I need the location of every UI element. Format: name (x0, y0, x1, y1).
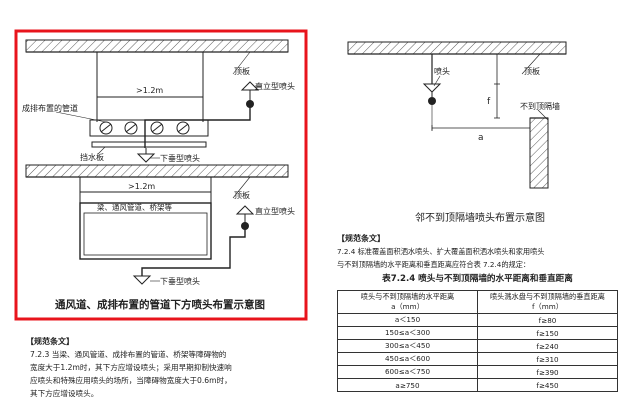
upright-sprinkler (240, 81, 260, 91)
header-text: 喷头溅水盘与不到顶隔墙的垂直距离 (489, 292, 605, 301)
table-cell: f≥390 (477, 365, 618, 379)
partition-label: 不到顶隔墙 (520, 101, 560, 111)
left-bottom-diagram (25, 164, 289, 285)
ceiling-slab (347, 41, 567, 55)
right-note-line: 7.2.4 标准覆盖面积洒水喷头、扩大覆盖面积洒水喷头和家用喷头 (337, 247, 545, 256)
table-header-row: 喷头与不到顶隔墙的水平距离 a（mm） 喷头溅水盘与不到顶隔墙的垂直距离 f（m… (337, 290, 618, 314)
table-cell: 150≤a＜300 (337, 326, 478, 340)
header-text: 喷头与不到顶隔墙的水平距离 (360, 292, 455, 301)
pipes-label: 成排布置的管道 (22, 103, 78, 113)
table-cell: a≥750 (337, 378, 478, 392)
right-note-line: 与不到顶隔墙的水平距离和垂直距离应符合表 7.2.4的规定： (337, 260, 531, 269)
water-plate (91, 141, 207, 148)
pendent-sprinkler-label: 下垂型喷头 (160, 153, 200, 163)
left-note-heading: 【规范条文】 (26, 337, 74, 346)
partition-wall (529, 117, 549, 189)
header-unit: a（mm） (391, 302, 424, 311)
table-header-cell: 喷头溅水盘与不到顶隔墙的垂直距离 f（mm） (477, 290, 618, 314)
ceiling-label: 顶板 (234, 190, 250, 200)
ceiling-label: 顶板 (234, 66, 250, 76)
left-note-line: 应喷头和特殊应用喷头的场所，当障碍物宽度大于0.6m时， (30, 376, 232, 385)
left-figure-caption: 通风道、成排布置的管道下方喷头布置示意图 (55, 299, 265, 311)
distance-table: 喷头与不到顶隔墙的水平距离 a（mm） 喷头溅水盘与不到顶隔墙的垂直距离 f（m… (337, 290, 618, 392)
table-title: 表7.2.4 喷头与不到顶隔墙的水平距离和垂直距离 (382, 274, 573, 284)
table-cell: 300≤a＜450 (337, 339, 478, 353)
sprinkler-label: 喷头 (434, 66, 450, 76)
table-cell: 450≤a＜600 (337, 352, 478, 366)
pendent-sprinkler-label: 下垂型喷头 (160, 276, 200, 286)
left-note-line: 宽度大于1.2m时，其下方应增设喷头；采用早期抑制快速响 (30, 363, 232, 372)
upright-sprinkler (235, 205, 255, 215)
sprinkler (422, 83, 442, 93)
left-note-line: 7.2.3 当梁、通风管道、成排布置的管道、桥架等障碍物的 (30, 350, 227, 359)
right-figure-caption: 邻不到顶隔墙喷头布置示意图 (415, 213, 545, 224)
obstruction-label: 梁、通风管道、桥架等 (97, 202, 172, 212)
ceiling-label: 顶板 (524, 66, 540, 76)
pipe (176, 121, 190, 135)
obstruction-duct (79, 202, 212, 260)
table-cell: 600≤a＜750 (337, 365, 478, 379)
table-cell: f≥240 (477, 339, 618, 353)
dimension-a-label: a (478, 133, 484, 143)
dimension-label: >1.2m (128, 182, 155, 191)
highlight-frame (14, 29, 308, 321)
right-diagram (347, 41, 567, 189)
header-unit: f（mm） (532, 302, 563, 311)
table-header-cell: 喷头与不到顶隔墙的水平距离 a（mm） (337, 290, 478, 314)
upright-sprinkler-label: 直立型喷头 (255, 206, 295, 216)
upright-sprinkler-label: 直立型喷头 (255, 81, 295, 91)
table-cell: f≥150 (477, 326, 618, 340)
dimension-f-label: f (487, 97, 491, 107)
pipe (150, 121, 164, 135)
dimension-label: >1.2m (136, 86, 163, 95)
ceiling-slab (25, 39, 289, 53)
pendent-sprinkler (132, 275, 152, 285)
table-cell: f≥80 (477, 313, 618, 327)
water-plate-label: 挡水板 (80, 152, 104, 162)
table-cell: f≥310 (477, 352, 618, 366)
ceiling-slab (25, 164, 289, 178)
table-cell: a＜150 (337, 313, 478, 327)
left-top-diagram (25, 39, 289, 163)
table-cell: f≥450 (477, 378, 618, 392)
left-note-line: 其下方应增设喷头。 (30, 389, 99, 398)
right-note-heading: 【规范条文】 (337, 234, 385, 243)
pipe (124, 121, 138, 135)
